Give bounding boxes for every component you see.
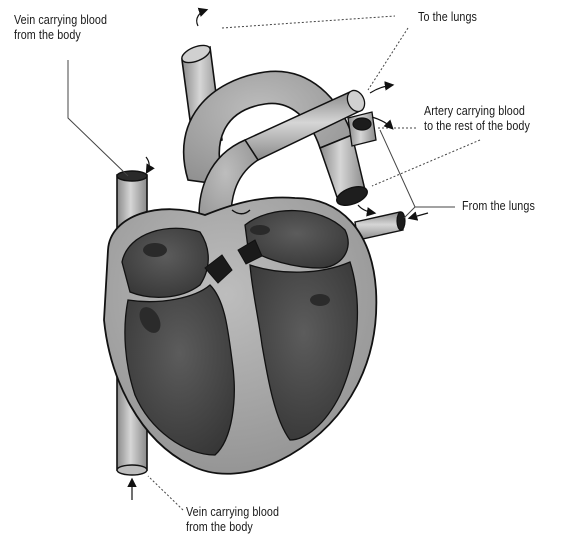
label-vein-top-line2: from the body — [14, 28, 107, 43]
arrow-in-lungs — [410, 213, 428, 218]
label-from-lungs-text: From the lungs — [462, 199, 535, 214]
leader-from-lungs-b — [404, 207, 415, 218]
label-artery-body-line2: to the rest of the body — [424, 119, 530, 134]
label-vein-top-line1: Vein carrying blood — [14, 13, 107, 28]
leader-vein-bottom — [148, 476, 183, 510]
pulmonary-vein-vessel — [355, 212, 405, 240]
leader-to-lungs-a — [222, 16, 395, 28]
label-vein-bottom-line1: Vein carrying blood — [186, 505, 279, 520]
label-artery-body: Artery carrying blood to the rest of the… — [424, 104, 530, 134]
label-from-lungs: From the lungs — [462, 199, 535, 214]
label-to-lungs-text: To the lungs — [418, 10, 477, 25]
label-vein-top: Vein carrying blood from the body — [14, 13, 107, 43]
arrow-in-top — [146, 157, 149, 172]
label-vein-bottom-line2: from the body — [186, 520, 279, 535]
arrow-out-aorta — [358, 205, 374, 213]
label-to-lungs: To the lungs — [418, 10, 477, 25]
label-vein-bottom: Vein carrying blood from the body — [186, 505, 279, 535]
arrow-out-pulmonary — [197, 10, 206, 26]
label-artery-body-line1: Artery carrying blood — [424, 104, 530, 119]
leader-vein-top — [68, 60, 128, 176]
arrow-out-artery — [372, 117, 392, 128]
leader-from-lungs-a — [380, 130, 455, 207]
leader-to-lungs-b — [368, 28, 408, 90]
arrow-out-right — [370, 85, 392, 93]
